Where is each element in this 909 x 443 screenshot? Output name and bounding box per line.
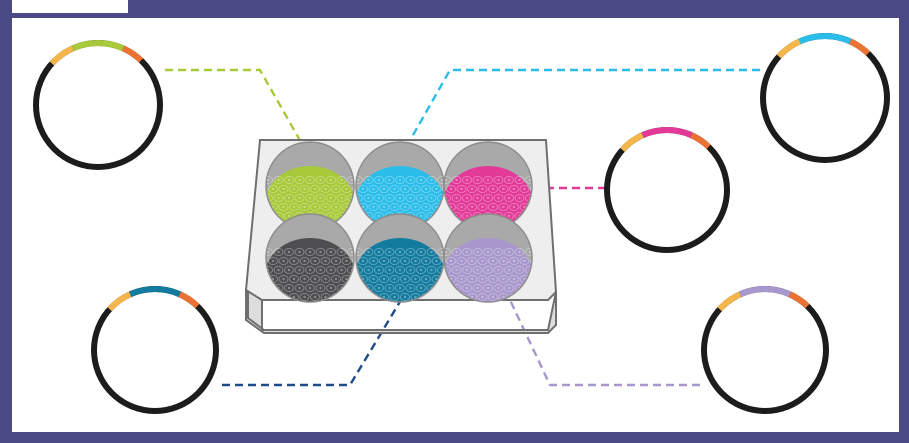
well-grid <box>264 142 540 318</box>
frame-corner-tab <box>0 0 128 13</box>
plasmid-ring-icon <box>36 43 160 167</box>
frame-top-bar <box>0 0 909 18</box>
plasmid-ring-icon <box>607 130 727 250</box>
frame-right-bar <box>899 0 909 443</box>
frame-left-bar <box>0 0 12 443</box>
plasmid-ring-icon <box>94 289 216 411</box>
six-well-plate <box>246 140 556 333</box>
plasmid-ring-icon <box>763 36 887 160</box>
plasmid-ring-icon <box>704 289 826 411</box>
frame-bottom-bar <box>0 432 909 443</box>
connector-line <box>510 300 700 385</box>
